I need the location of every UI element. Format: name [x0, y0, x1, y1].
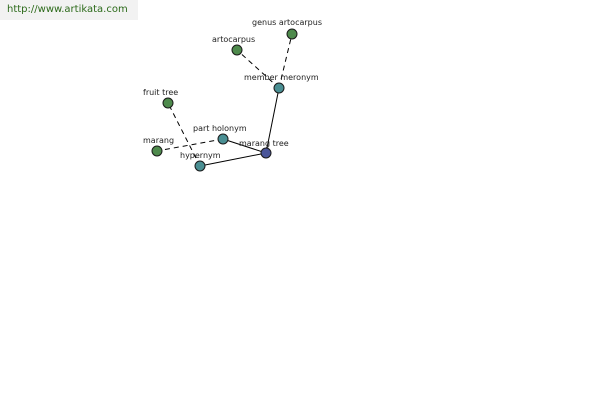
- edge-marang-tree-hypernym: [199, 152, 267, 167]
- graph-labels: marang tree hypernym part holonym member me…: [143, 18, 322, 160]
- node-hypernym[interactable]: [194, 160, 206, 172]
- graph-edges: [156, 33, 293, 167]
- edge-marang-tree-member-meronym: [265, 87, 280, 154]
- label-hypernym: hypernym: [180, 151, 221, 160]
- edge-member-meronym-genus-artocarpus: [278, 33, 293, 89]
- graph-nodes: [151, 28, 298, 172]
- edge-member-meronym-artocarpus: [236, 49, 280, 89]
- label-marang-tree: marang tree: [239, 139, 289, 148]
- watermark-url: http://www.artikata.com: [0, 0, 138, 20]
- node-genus-artocarpus[interactable]: [286, 28, 298, 40]
- node-marang-tree[interactable]: [260, 147, 272, 159]
- edge-marang-tree-part-holonym: [222, 138, 267, 154]
- label-fruit-tree: fruit tree: [143, 88, 178, 97]
- node-marang[interactable]: [151, 145, 163, 157]
- label-marang: marang: [143, 136, 174, 145]
- node-member-meronym[interactable]: [273, 82, 285, 94]
- node-fruit-tree[interactable]: [162, 97, 174, 109]
- node-artocarpus[interactable]: [231, 44, 243, 56]
- edge-part-holonym-marang: [156, 138, 224, 152]
- label-part-holonym: part holonym: [193, 124, 247, 133]
- label-genus-artocarpus: genus artocarpus: [252, 18, 322, 27]
- edge-hypernym-fruit-tree: [167, 102, 201, 167]
- node-part-holonym[interactable]: [217, 133, 229, 145]
- label-artocarpus: artocarpus: [212, 35, 255, 44]
- label-member-meronym: member meronym: [244, 73, 319, 82]
